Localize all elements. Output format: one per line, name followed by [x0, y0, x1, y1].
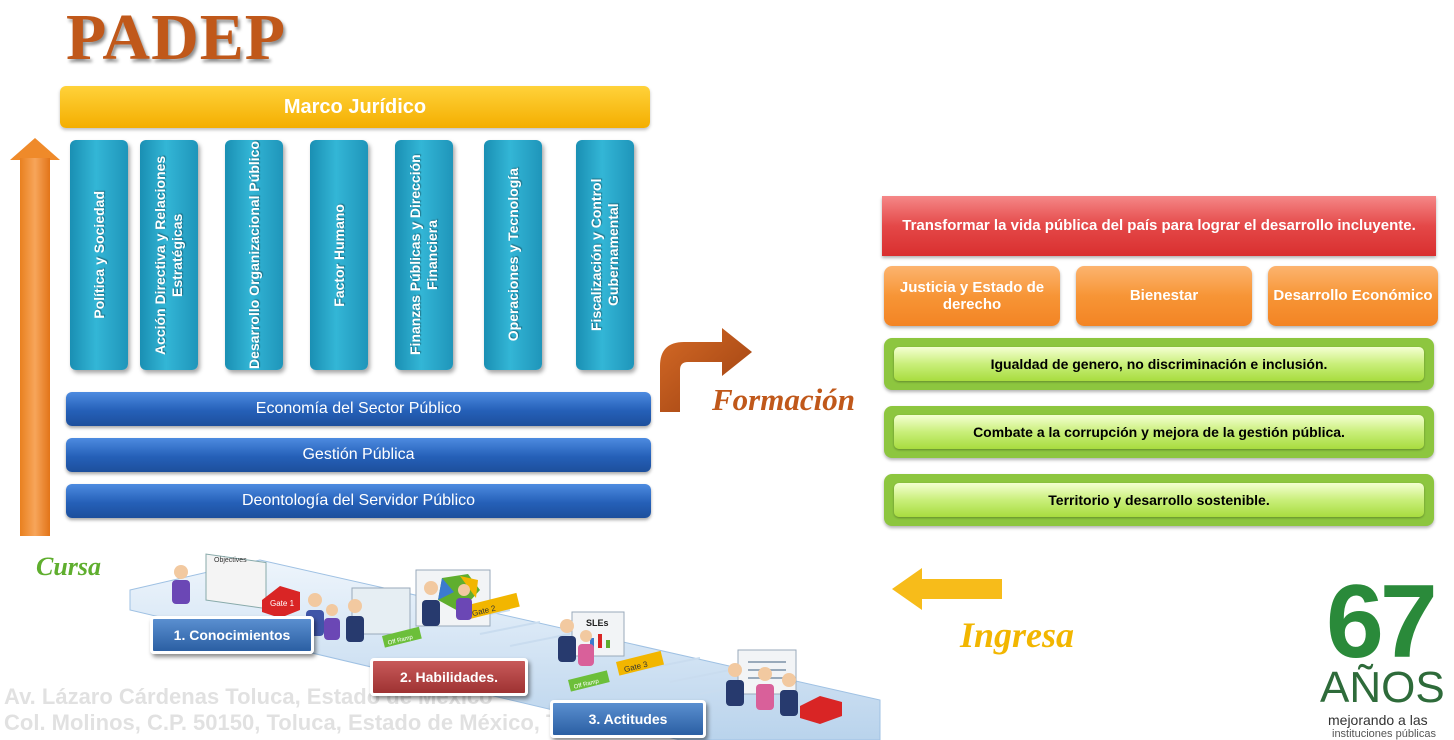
goal-banner: Transformar la vida pública del país par… — [882, 196, 1436, 256]
pillar-politica: Política y Sociedad — [70, 140, 128, 370]
objectives-board: Objectives — [205, 553, 267, 610]
formacion-label: Formación — [712, 382, 855, 417]
pillar-operaciones: Operaciones y Tecnología — [484, 140, 542, 370]
ramp-gate-2: Off Ramp Gate 2 — [382, 592, 520, 648]
step-conocimientos: 1. Conocimientos — [150, 616, 314, 654]
pillar-label: Operaciones y Tecnología — [504, 168, 521, 342]
pillar-accion-directiva: Acción Directiva y Relaciones Estratégic… — [140, 140, 198, 370]
pillar-finanzas: Finanzas Públicas y Dirección Financiera — [395, 140, 453, 370]
base-gestion: Gestión Pública — [66, 438, 651, 472]
pillar-label: Política y Sociedad — [90, 191, 107, 319]
pillar-label: Acción Directiva y Relaciones Estratégic… — [152, 155, 185, 355]
curved-arrow-icon — [660, 328, 752, 412]
cross-axis-label: Igualdad de genero, no discriminación e … — [894, 347, 1424, 381]
logo-67: 67 — [1326, 564, 1438, 680]
pillar-desarrollo-organizacional: Desarrollo Organizacional Público — [225, 140, 283, 370]
cross-axis-corrupcion: Combate a la corrupción y mejora de la g… — [884, 406, 1434, 458]
cursa-label: Cursa — [36, 552, 102, 581]
up-arrow-shaft — [20, 158, 50, 536]
logo-anos: AÑOS — [1320, 663, 1445, 712]
logo-tagline: mejorando a las — [1328, 712, 1428, 728]
axis-desarrollo-economico: Desarrollo Económico — [1268, 266, 1438, 326]
up-arrow-head — [10, 138, 60, 160]
pillar-label: Factor Humano — [330, 203, 347, 307]
step-actitudes: 3. Actitudes — [550, 700, 706, 738]
step-habilidades: 2. Habilidades. — [370, 658, 528, 696]
watermark-line-2: Col. Molinos, C.P. 50150, Toluca, Estado… — [4, 710, 583, 735]
gate-1-sign: Gate 1 — [262, 586, 300, 618]
cross-axis-igualdad: Igualdad de genero, no discriminación e … — [884, 338, 1434, 390]
people-figures — [172, 565, 798, 716]
sles-sign: SLEs — [586, 618, 609, 628]
logo-tagline-2: instituciones públicas — [1332, 728, 1436, 740]
cross-axis-territorio: Territorio y desarrollo sostenible. — [884, 474, 1434, 526]
pillar-label: Desarrollo Organizacional Público — [245, 141, 262, 369]
pillar-label: Fiscalización y Control Gubernamental — [588, 178, 621, 332]
base-economia: Economía del Sector Público — [66, 392, 651, 426]
pillar-label: Finanzas Públicas y Dirección Financiera — [407, 154, 440, 356]
pillar-fiscalizacion: Fiscalización y Control Gubernamental — [576, 140, 634, 370]
staircase-illustration: Objectives Gate 1 Off Ramp Gate 2 SLEs O… — [129, 553, 881, 740]
left-arrow-icon — [892, 568, 1002, 610]
page-title: PADEP — [66, 1, 287, 74]
pillar-factor-humano: Factor Humano — [310, 140, 368, 370]
base-deontologia: Deontología del Servidor Público — [66, 484, 651, 518]
axis-bienestar: Bienestar — [1076, 266, 1252, 326]
cross-axis-label: Combate a la corrupción y mejora de la g… — [894, 415, 1424, 449]
gate-1-label: Gate 1 — [270, 599, 295, 608]
marco-juridico-banner: Marco Jurídico — [60, 86, 650, 128]
cross-axis-label: Territorio y desarrollo sostenible. — [894, 483, 1424, 517]
axis-justicia: Justicia y Estado de derecho — [884, 266, 1060, 326]
ingresa-label: Ingresa — [960, 615, 1075, 655]
objectives-sign: Objectives — [214, 557, 247, 564]
